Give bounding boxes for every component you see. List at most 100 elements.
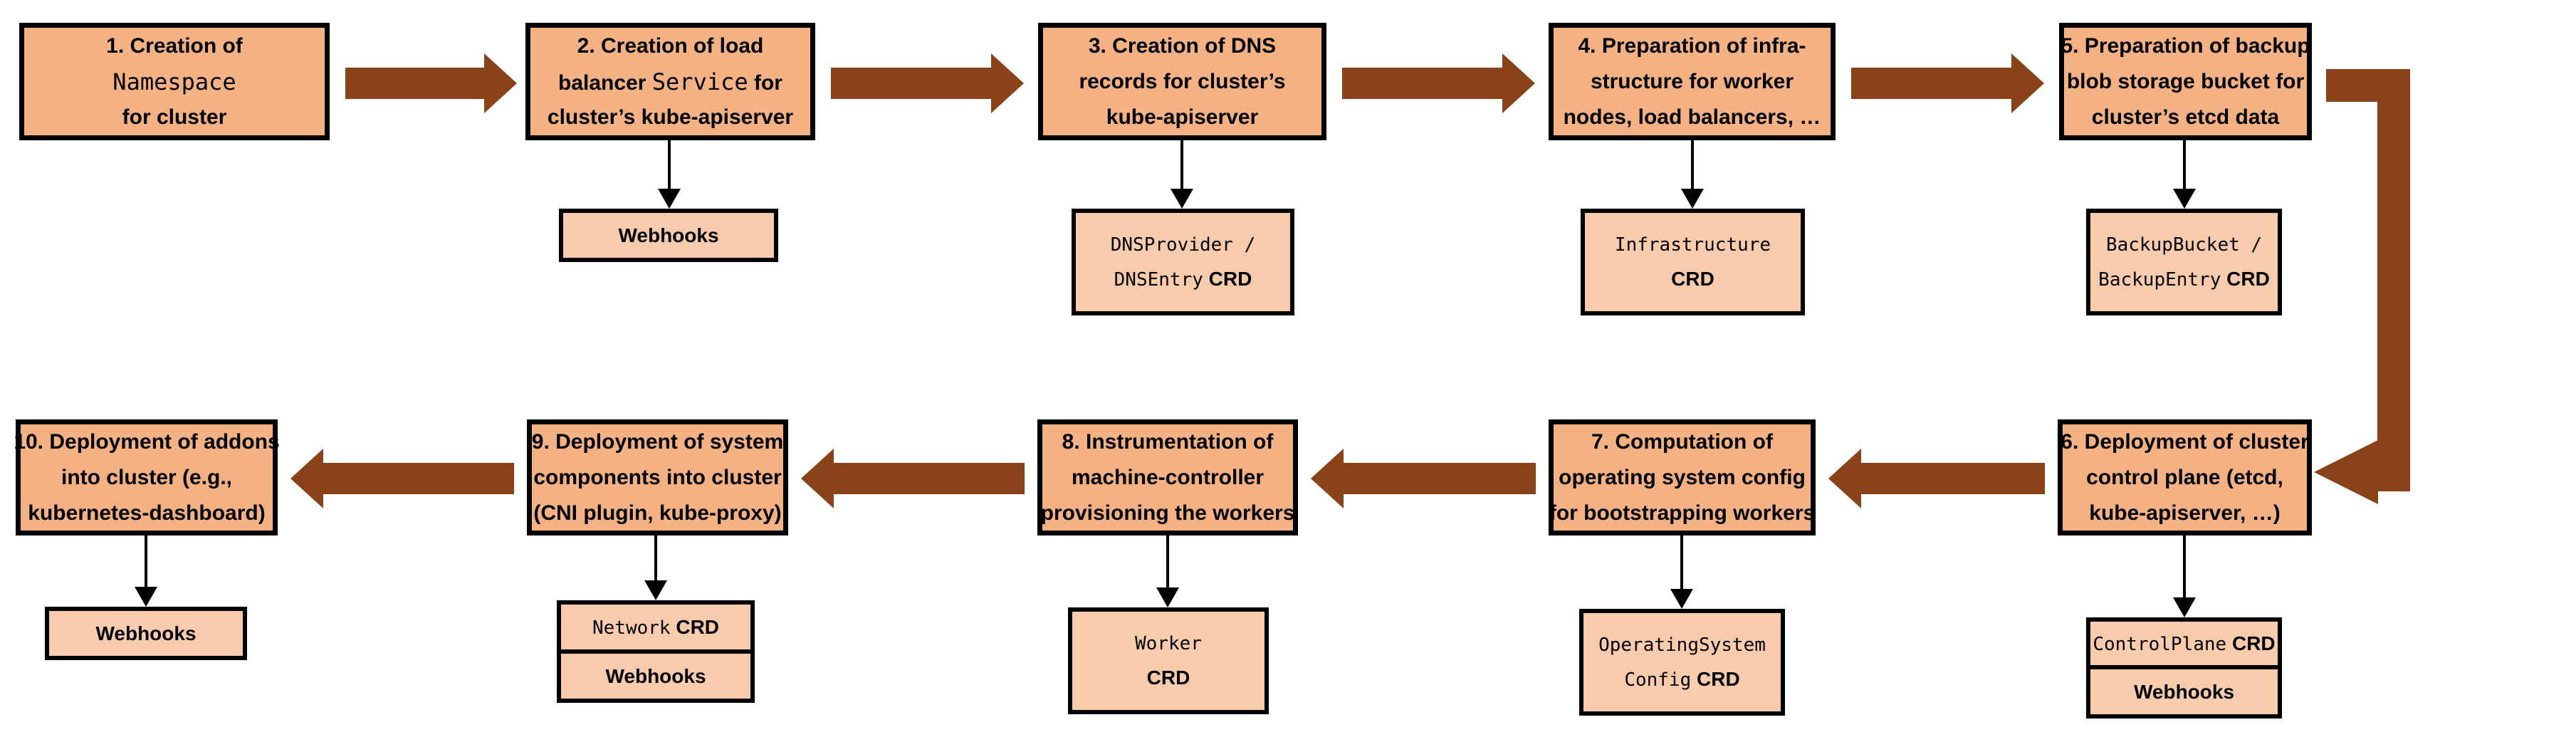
- step-8-instrument-machine-controller-box: 8. Instrumentation of machine-controller p…: [1037, 419, 1298, 535]
- step-7-title-line: operating system config: [1559, 460, 1806, 496]
- step-4-title-text: 4. Preparation of infra-: [1578, 33, 1806, 58]
- step-8-title-text: machine-controller: [1071, 465, 1265, 489]
- step-6-controlplane-crd-line: ControlPlane CRD: [2093, 627, 2275, 661]
- step-6-deploy-control-plane-box: 6. Deployment of cluster control plane (e…: [2058, 419, 2312, 535]
- step-5-backupbucket-backupentry-crd-text: CRD: [2221, 268, 2270, 290]
- step-9-webhooks-box: Webhooks: [557, 649, 755, 703]
- elbow-arrow-vertical: [2377, 69, 2410, 491]
- step-6-controlplane-crd-code-text: ControlPlane: [2093, 633, 2227, 655]
- step-9-webhooks-text: Webhooks: [605, 664, 706, 687]
- step-7-operatingsystemconfig-crd-text: CRD: [1691, 668, 1740, 690]
- step-7-down-arrow-head: [1670, 589, 1693, 609]
- flow-arrow-right-2: [831, 68, 991, 99]
- step-10-title-text: kubernetes-dashboard): [28, 501, 266, 525]
- flow-arrow-left-2: [1344, 463, 1536, 494]
- step-5-title-text: 5. Preparation of backup: [2061, 33, 2310, 58]
- step-9-network-crd-line: Network CRD: [592, 610, 719, 644]
- flow-arrow-left-1-head: [1828, 449, 1861, 508]
- step-5-backupbucket-backupentry-crd-box: BackupBucket /BackupEntry CRD: [2086, 209, 2282, 315]
- step-3-down-arrow-line: [1180, 140, 1183, 190]
- step-2-webhooks-box: Webhooks: [559, 209, 778, 262]
- step-10-title-text: into cluster (e.g.,: [61, 465, 233, 489]
- step-3-title-line: kube-apiserver: [1106, 100, 1258, 135]
- step-4-prepare-infrastructure-box: 4. Preparation of infra-structure for wo…: [1549, 23, 1836, 140]
- step-3-dnsprovider-dnsentry-crd-code-text: DNSProvider /: [1110, 234, 1256, 256]
- step-7-title-line: 7. Computation of: [1591, 424, 1773, 460]
- step-6-title-line: 6. Deployment of cluster: [2061, 424, 2308, 460]
- step-5-title-line: blob storage bucket for: [2067, 64, 2304, 100]
- step-4-title-line: 4. Preparation of infra-: [1578, 28, 1806, 64]
- flow-arrow-right-3-head: [1502, 53, 1535, 113]
- step-9-title-line: components into cluster: [533, 460, 781, 496]
- step-10-webhooks-text: Webhooks: [95, 622, 197, 644]
- step-10-down-arrow-line: [145, 535, 147, 588]
- flow-arrow-right-4-head: [2011, 53, 2044, 113]
- step-8-worker-crd-code-text: Worker: [1135, 633, 1202, 654]
- step-2-down-arrow-head: [658, 189, 681, 209]
- step-6-title-line: control plane (etcd,: [2086, 460, 2283, 496]
- step-6-title-text: 6. Deployment of cluster: [2061, 429, 2309, 454]
- step-10-title-line: 10. Deployment of addons: [14, 424, 279, 460]
- step-4-infrastructure-crd-code-text: Infrastructure: [1614, 234, 1771, 256]
- step-2-webhooks-text: Webhooks: [618, 224, 719, 246]
- step-9-down-arrow-line: [654, 535, 657, 582]
- step-6-webhooks-text: Webhooks: [2133, 680, 2235, 703]
- flow-arrow-left-3-head: [801, 449, 834, 508]
- step-6-down-arrow-line: [2183, 535, 2186, 599]
- step-3-dnsprovider-dnsentry-crd-line: DNSProvider /: [1111, 228, 1256, 262]
- step-4-down-arrow-line: [1691, 140, 1694, 190]
- step-2-title-text: for: [748, 70, 782, 95]
- step-9-title-text: components into cluster: [533, 465, 782, 489]
- step-3-title-line: records for cluster’s: [1079, 64, 1285, 100]
- step-7-operatingsystemconfig-crd-code-text: Config: [1624, 669, 1692, 691]
- step-5-title-line: 5. Preparation of backup: [2061, 28, 2310, 64]
- step-5-backupbucket-backupentry-crd-line: BackupEntry CRD: [2098, 262, 2270, 296]
- step-8-down-arrow-line: [1166, 535, 1169, 589]
- step-10-title-line: into cluster (e.g.,: [61, 460, 232, 496]
- step-1-title-line: for cluster: [122, 100, 227, 135]
- step-1-create-namespace-box: 1. Creation of Namespace for cluster: [19, 23, 330, 140]
- step-8-title-text: 8. Instrumentation of: [1062, 429, 1274, 454]
- step-2-title-text: cluster’s kube-apiserver: [547, 105, 794, 129]
- step-6-title-text: kube-apiserver, …): [2089, 501, 2281, 525]
- step-5-down-arrow-line: [2183, 140, 2186, 190]
- step-4-infrastructure-crd-text: CRD: [1671, 268, 1714, 290]
- step-10-webhooks-line: Webhooks: [95, 617, 196, 651]
- step-2-title-line: cluster’s kube-apiserver: [548, 100, 793, 135]
- step-8-worker-crd-line: CRD: [1147, 661, 1190, 695]
- step-2-title-line: 2. Creation of load: [577, 28, 764, 64]
- step-5-title-text: cluster’s etcd data: [2091, 105, 2280, 129]
- step-7-down-arrow-line: [1680, 535, 1683, 590]
- flow-arrow-right-2-head: [991, 53, 1024, 113]
- step-9-title-text: (CNI plugin, kube-proxy): [533, 501, 782, 525]
- step-7-title-text: for bootstrapping workers: [1549, 501, 1816, 525]
- step-2-down-arrow-line: [668, 140, 671, 190]
- step-8-title-line: machine-controller: [1072, 460, 1264, 496]
- step-7-title-text: 7. Computation of: [1591, 429, 1773, 454]
- step-9-network-crd-box: Network CRD: [557, 600, 755, 654]
- step-7-compute-os-config-box: 7. Computation of operating system config…: [1549, 419, 1816, 535]
- flow-arrow-left-2-head: [1311, 449, 1344, 508]
- step-1-title-line: Namespace: [112, 64, 236, 100]
- step-3-dnsprovider-dnsentry-crd-box: DNSProvider / DNSEntry CRD: [1072, 209, 1294, 315]
- step-5-backupbucket-backupentry-crd-code-text: BackupEntry: [2098, 269, 2221, 291]
- step-3-dnsprovider-dnsentry-crd-line: DNSEntry CRD: [1114, 262, 1252, 296]
- step-5-down-arrow-head: [2173, 189, 2196, 209]
- step-4-infrastructure-crd-line: Infrastructure: [1615, 228, 1771, 262]
- step-9-title-line: 9. Deployment of system: [532, 424, 783, 460]
- step-1-title-line: 1. Creation of: [106, 28, 243, 64]
- step-7-operatingsystemconfig-crd-line: OperatingSystem: [1598, 628, 1766, 662]
- step-9-network-crd-text: CRD: [670, 615, 720, 638]
- step-5-prepare-backup-bucket-box: 5. Preparation of backup blob storage buc…: [2059, 23, 2312, 140]
- step-8-title-text: provisioning the workers: [1040, 501, 1295, 525]
- step-10-title-line: kubernetes-dashboard): [28, 496, 265, 531]
- step-2-title-text: balancer: [558, 70, 652, 95]
- step-1-title-code-text: Namespace: [112, 68, 236, 95]
- step-3-title-text: records for cluster’s: [1079, 69, 1286, 93]
- step-4-title-text: nodes, load balancers, …: [1563, 105, 1821, 129]
- step-10-webhooks-box: Webhooks: [45, 607, 247, 660]
- step-2-webhooks-line: Webhooks: [618, 219, 718, 253]
